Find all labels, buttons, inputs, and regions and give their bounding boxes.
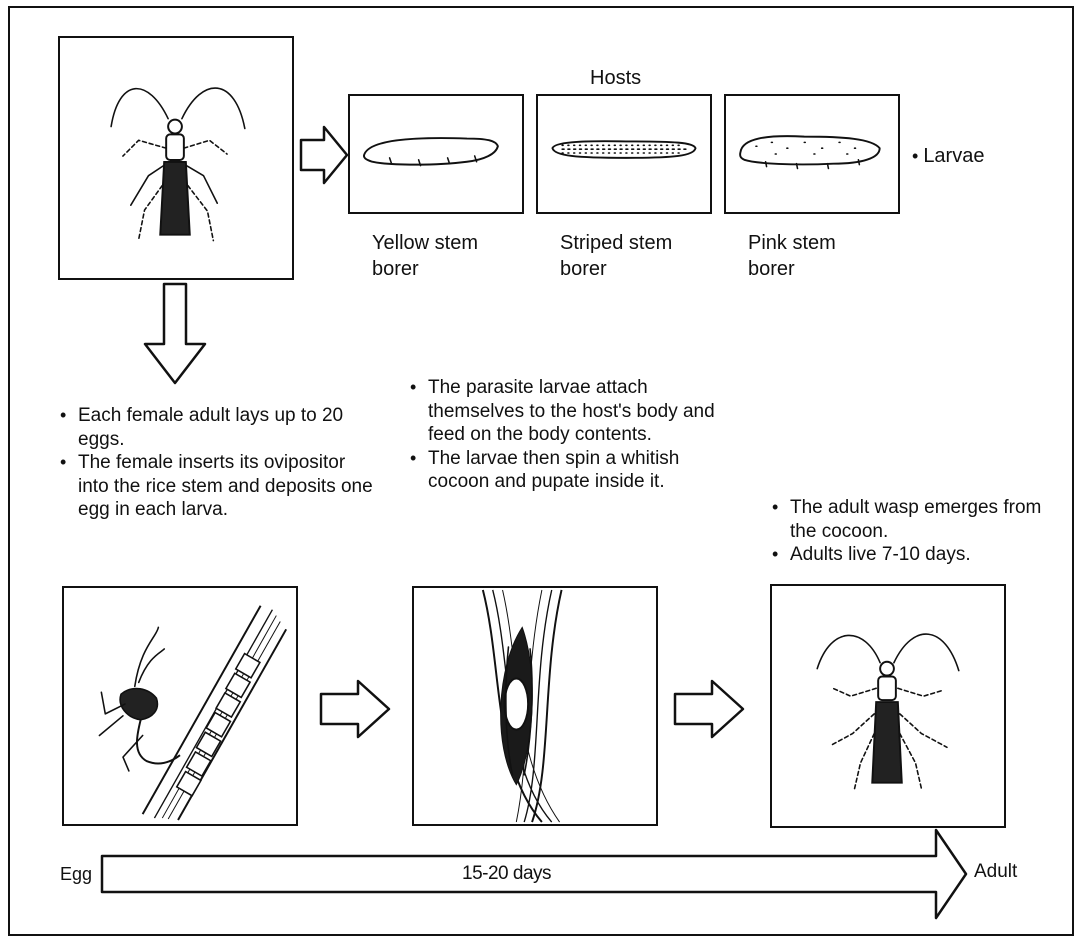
emerged-adult-panel: [770, 584, 1006, 828]
larva-icon: [350, 96, 522, 212]
adult-wasp-panel: [58, 36, 294, 280]
step3-notes: The adult wasp emerges from the cocoon. …: [770, 496, 1070, 567]
arrow-to-hosts: [298, 124, 350, 186]
step1-bullet-1: Each female adult lays up to 20 eggs.: [58, 404, 376, 451]
timeline-end-label: Adult: [974, 860, 1017, 884]
host-name-striped: Striped stem borer: [560, 230, 672, 282]
arrow-down: [142, 282, 208, 386]
host-name-line1: Striped stem: [560, 230, 672, 256]
host-striped-stem-borer: [536, 94, 712, 214]
larvae-label-text: Larvae: [923, 145, 984, 167]
host-name-line2: borer: [560, 256, 672, 282]
larvae-label: • Larvae: [912, 144, 984, 168]
arrow-step1-to-step2: [318, 678, 392, 740]
larva-icon: [538, 96, 710, 212]
bullet: •: [912, 146, 923, 166]
step3-bullet-2: Adults live 7-10 days.: [770, 543, 1070, 567]
oviposition-panel: [62, 586, 298, 826]
larva-icon: [726, 96, 898, 212]
wasp-icon: [60, 38, 292, 278]
step2-notes: The parasite larvae attach themselves to…: [408, 376, 744, 494]
hosts-title: Hosts: [590, 66, 641, 90]
wasp-icon: [772, 586, 1004, 826]
host-name-line2: borer: [748, 256, 836, 282]
host-name-line1: Yellow stem: [372, 230, 478, 256]
host-name-line2: borer: [372, 256, 478, 282]
step3-bullet-1: The adult wasp emerges from the cocoon.: [770, 496, 1070, 543]
timeline-duration-label: 15-20 days: [462, 862, 551, 886]
host-name-pink: Pink stem borer: [748, 230, 836, 282]
cocoon-icon: [414, 588, 656, 824]
step2-bullet-1: The parasite larvae attach themselves to…: [408, 376, 744, 447]
step1-bullet-2: The female inserts its ovipositor into t…: [58, 451, 376, 522]
host-name-yellow: Yellow stem borer: [372, 230, 478, 282]
step1-notes: Each female adult lays up to 20 eggs. Th…: [58, 404, 376, 522]
host-pink-stem-borer: [724, 94, 900, 214]
host-yellow-stem-borer: [348, 94, 524, 214]
cocoon-panel: [412, 586, 658, 826]
host-name-line1: Pink stem: [748, 230, 836, 256]
timeline-start-label: Egg: [60, 862, 92, 886]
step2-bullet-2: The larvae then spin a whitish cocoon an…: [408, 447, 744, 494]
arrow-step2-to-step3: [672, 678, 746, 740]
oviposition-icon: [64, 588, 296, 824]
